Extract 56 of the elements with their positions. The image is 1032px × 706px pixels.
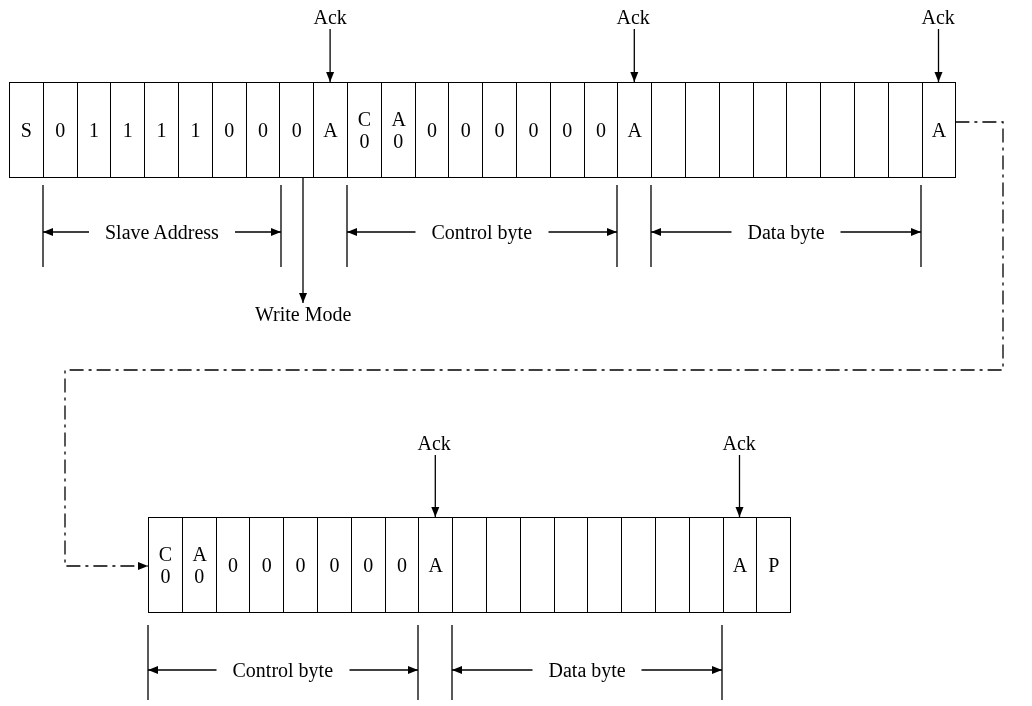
annotation-text: Ack bbox=[614, 6, 652, 29]
empty-bit-cell bbox=[820, 82, 855, 178]
arrow bbox=[326, 28, 335, 83]
empty-bit-cell bbox=[651, 82, 686, 178]
annotation-text: Ack bbox=[415, 432, 453, 455]
bit-cell: 0 bbox=[317, 517, 352, 613]
bit-cell: 0 bbox=[350, 517, 386, 613]
bit-cell: 1 bbox=[144, 82, 179, 178]
field-label: Data byte bbox=[547, 658, 627, 682]
bit-cell: 0 bbox=[482, 82, 517, 178]
empty-bit-cell bbox=[621, 517, 656, 613]
bit-cell: P bbox=[756, 517, 792, 613]
bit-cell: A bbox=[921, 82, 957, 178]
annotation-text: Ack bbox=[720, 432, 758, 455]
bit-cell: C 0 bbox=[148, 517, 183, 613]
bit-cell: 1 bbox=[178, 82, 213, 178]
bit-cell: A 0 bbox=[181, 517, 217, 613]
bit-cell: A 0 bbox=[380, 82, 416, 178]
arrow bbox=[431, 454, 440, 518]
empty-bit-cell bbox=[452, 517, 487, 613]
arrow bbox=[64, 121, 1004, 570]
bit-cell: 0 bbox=[283, 517, 318, 613]
annotation-text: Ack bbox=[919, 6, 957, 29]
bit-cell: S bbox=[9, 82, 44, 178]
bit-cell: 0 bbox=[516, 82, 551, 178]
bit-cell: A bbox=[617, 82, 653, 178]
arrow bbox=[630, 28, 639, 83]
arrow bbox=[934, 28, 943, 83]
annotation-text: Write Mode bbox=[253, 303, 354, 326]
empty-bit-cell bbox=[854, 82, 889, 178]
bit-cell: 1 bbox=[110, 82, 146, 178]
empty-bit-cell bbox=[718, 82, 754, 178]
field-label: Slave Address bbox=[104, 220, 220, 244]
bit-cell: A bbox=[313, 82, 348, 178]
bit-cell: 0 bbox=[279, 82, 315, 178]
bit-cell: 0 bbox=[549, 82, 585, 178]
empty-bit-cell bbox=[688, 517, 724, 613]
empty-bit-cell bbox=[587, 517, 623, 613]
bit-cell: A bbox=[418, 517, 454, 613]
empty-bit-cell bbox=[655, 517, 690, 613]
empty-bit-cell bbox=[887, 82, 923, 178]
empty-bit-cell bbox=[486, 517, 521, 613]
arrow bbox=[735, 454, 744, 518]
annotation-text: Ack bbox=[311, 6, 349, 29]
bit-cell: 0 bbox=[42, 82, 78, 178]
field-label: Control byte bbox=[430, 220, 534, 244]
field-label: Data byte bbox=[746, 220, 826, 244]
field-label: Control byte bbox=[231, 658, 335, 682]
arrow bbox=[299, 177, 307, 304]
empty-bit-cell bbox=[786, 82, 822, 178]
empty-bit-cell bbox=[685, 82, 720, 178]
empty-bit-cell bbox=[519, 517, 555, 613]
bit-cell: 0 bbox=[448, 82, 484, 178]
bit-cell: 0 bbox=[249, 517, 285, 613]
bit-cell: 0 bbox=[211, 82, 247, 178]
bit-cell: C 0 bbox=[347, 82, 382, 178]
